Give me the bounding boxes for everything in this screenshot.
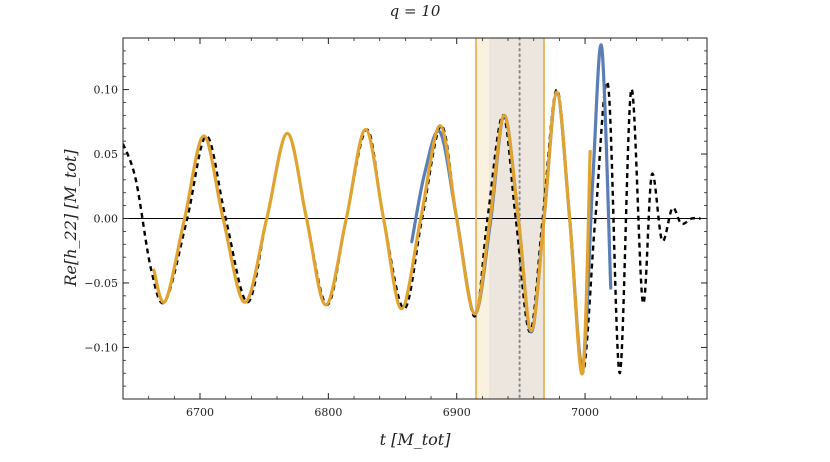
y-tick-label-1: −0.05 — [84, 277, 118, 290]
y-tick-label-3: 0.05 — [94, 148, 119, 161]
series-line-0 — [123, 80, 701, 375]
y-tick-label-2: 0.00 — [94, 213, 119, 226]
x-tick-label-6900: 6900 — [443, 406, 471, 419]
x-tick-label-6800: 6800 — [314, 406, 342, 419]
x-tick-label-7000: 7000 — [571, 406, 599, 419]
x-axis-title: t [M_tot] — [380, 430, 452, 449]
y-axis-title: Re[h_22] [M_tot] — [61, 149, 80, 288]
ticks-layer: 6700 6800 6900 7000 −0.10 −0.05 0.00 0.05 0.10 — [84, 38, 707, 419]
chart-title: q = 10 — [390, 2, 441, 20]
series-line-2 — [152, 90, 592, 376]
series-layer — [123, 43, 701, 376]
x-tick-label-6700: 6700 — [186, 406, 214, 419]
y-tick-label-4: 0.10 — [94, 84, 119, 97]
y-tick-label-0: −0.10 — [84, 341, 118, 354]
